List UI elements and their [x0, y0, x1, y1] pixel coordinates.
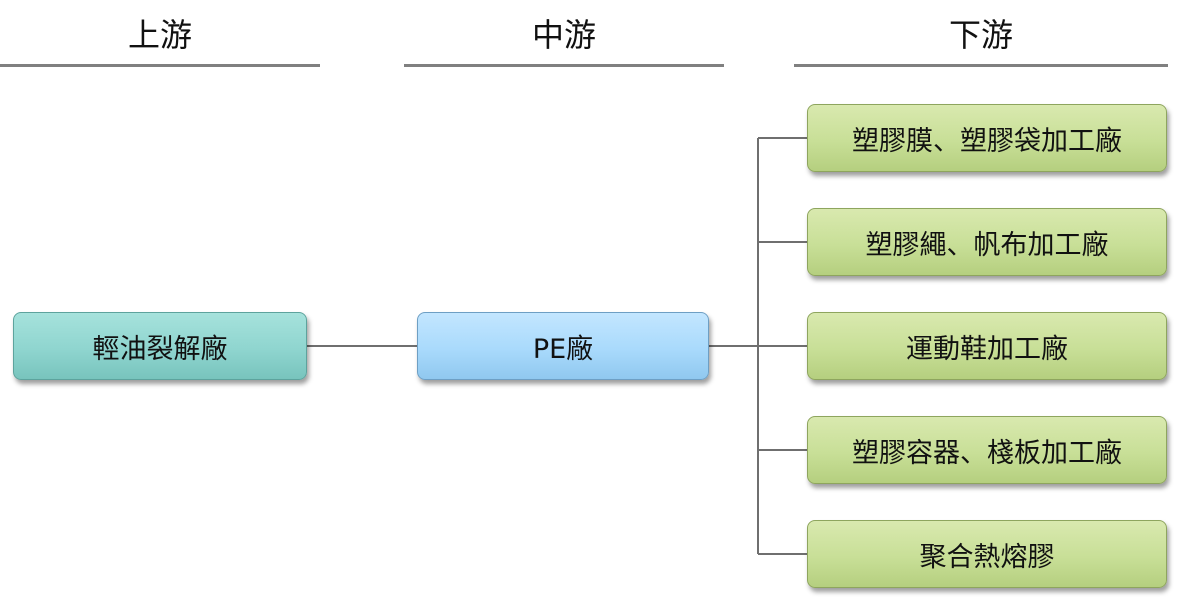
- downstream-node-rope-canvas: 塑膠繩、帆布加工廠: [807, 208, 1167, 276]
- downstream-node-hot-melt-adhesive: 聚合熱熔膠: [807, 520, 1167, 588]
- downstream-node-label: 塑膠容器、棧板加工廠: [852, 437, 1122, 469]
- downstream-header-rule: [794, 64, 1168, 67]
- downstream-node-container-pallet: 塑膠容器、棧板加工廠: [807, 416, 1167, 484]
- downstream-node-label: 聚合熱熔膠: [919, 541, 1055, 573]
- midstream-node-pe-plant: PE廠: [417, 312, 709, 380]
- upstream-node-label: 輕油裂解廠: [92, 333, 228, 365]
- midstream-header: 中游: [531, 16, 596, 54]
- downstream-node-label: 運動鞋加工廠: [906, 333, 1068, 365]
- downstream-header: 下游: [948, 16, 1013, 54]
- midstream-header-rule: [404, 64, 724, 67]
- downstream-node-sports-shoes: 運動鞋加工廠: [807, 312, 1167, 380]
- upstream-header-rule: [0, 64, 320, 67]
- downstream-node-film-bag: 塑膠膜、塑膠袋加工廠: [807, 104, 1167, 172]
- upstream-header: 上游: [127, 16, 192, 54]
- downstream-node-label: 塑膠膜、塑膠袋加工廠: [852, 125, 1122, 157]
- downstream-node-label: 塑膠繩、帆布加工廠: [865, 229, 1109, 261]
- midstream-node-label: PE廠: [532, 333, 594, 365]
- upstream-node-naphtha-cracker: 輕油裂解廠: [13, 312, 307, 380]
